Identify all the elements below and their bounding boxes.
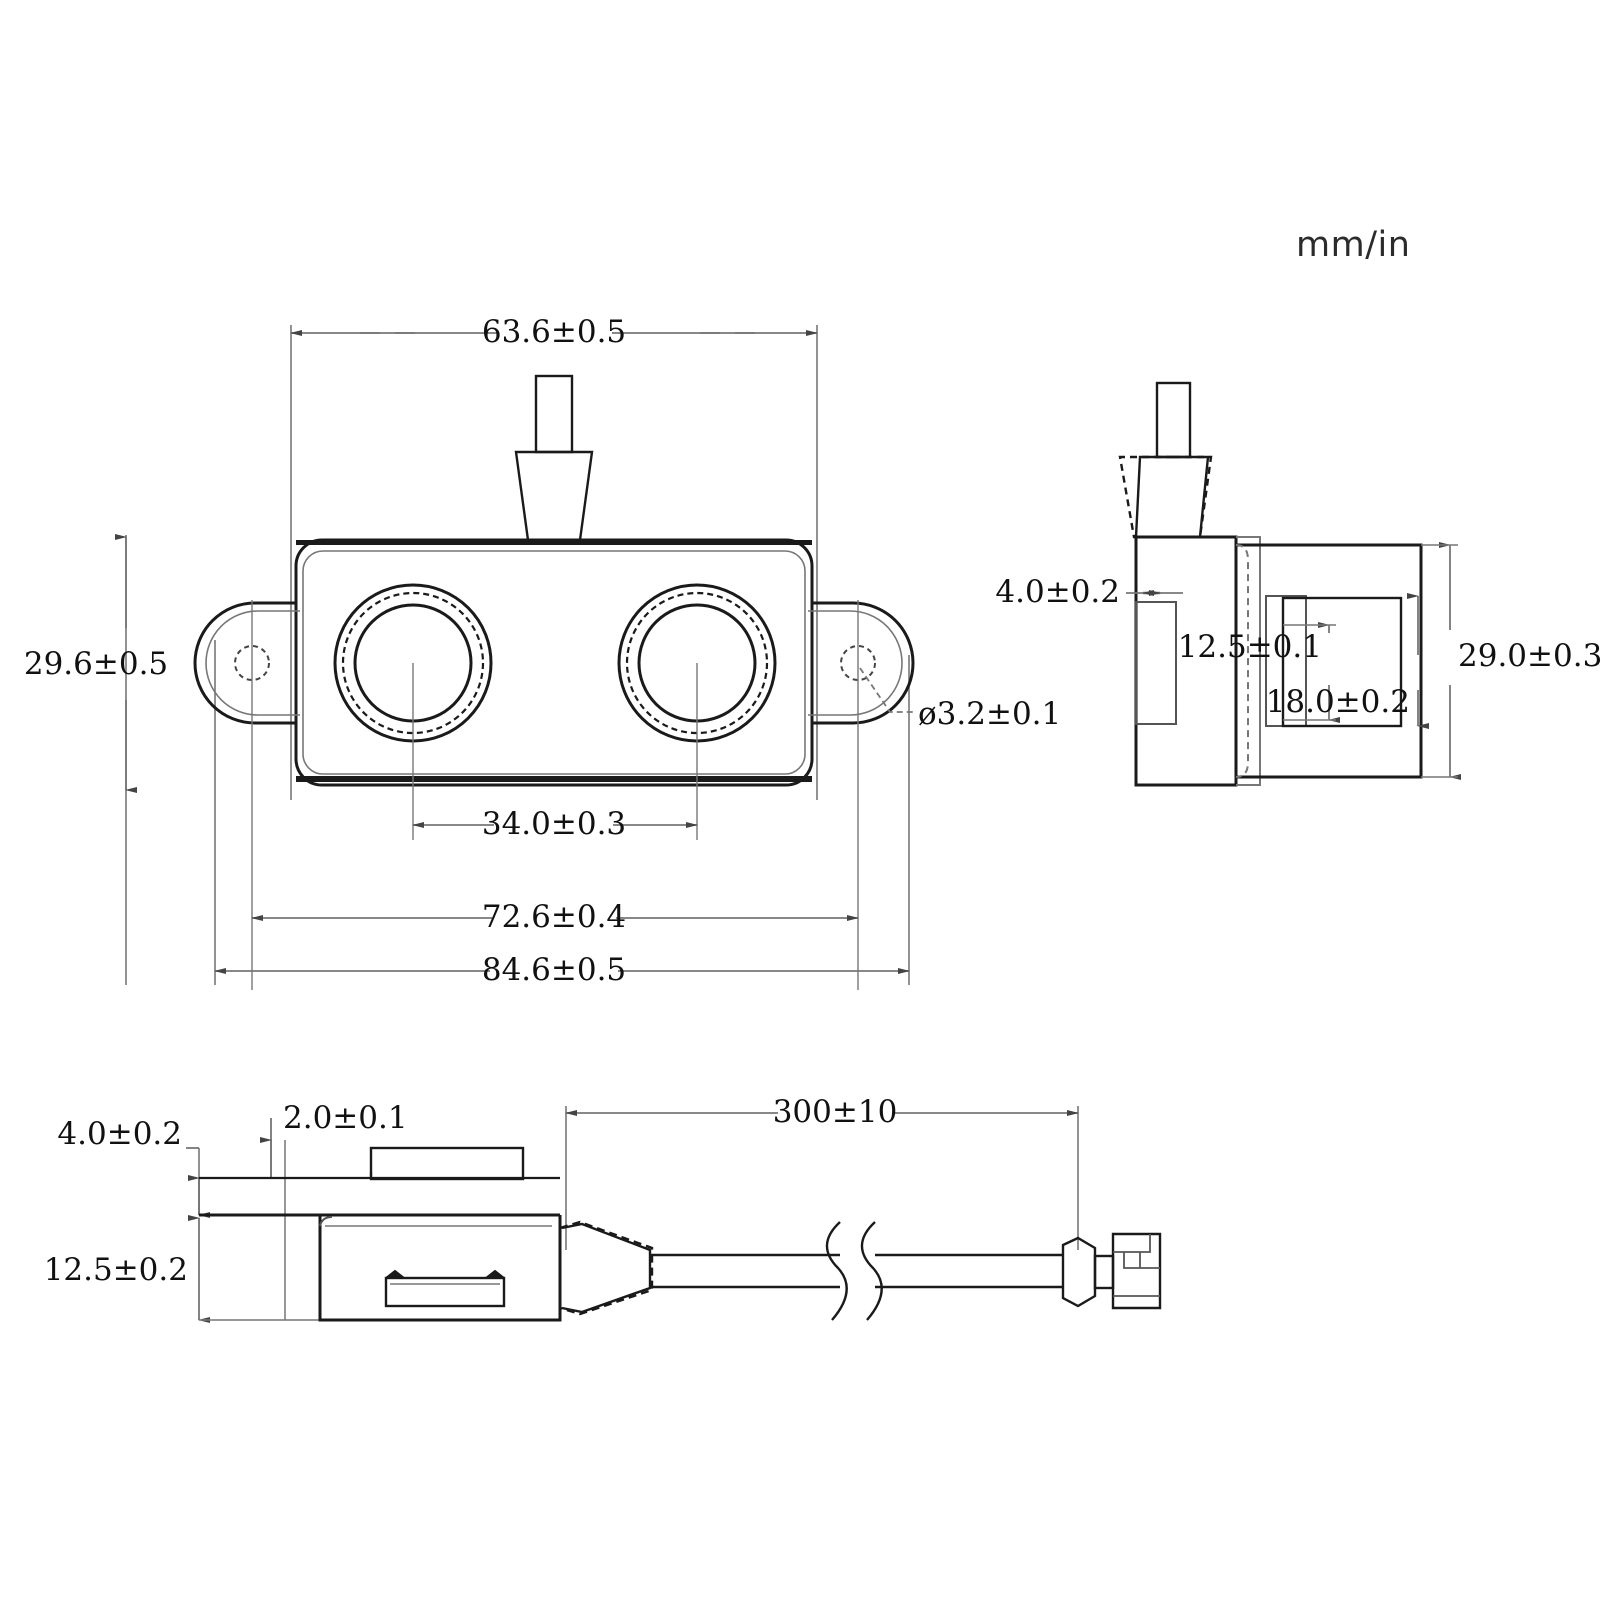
- dim-housing-height: 29.6±0.5: [24, 534, 168, 793]
- dim-label-body-depth: 12.5±0.2: [44, 1252, 188, 1288]
- dim-body-depth: 12.5±0.2: [44, 1215, 210, 1323]
- dim-inner-height: 12.5±0.1: [1178, 622, 1340, 723]
- dim-mid-height: 18.0±0.2: [1266, 593, 1429, 729]
- top-view-group: 63.6±0.5 29.6±0.5: [24, 314, 1061, 990]
- bottom-view-reference-lines: [199, 1140, 560, 1321]
- side-view-body: [1134, 535, 1423, 787]
- top-view-extension-lines: [125, 325, 910, 985]
- housing-body: [294, 538, 814, 787]
- dim-label-inner-height: 12.5±0.1: [1178, 629, 1322, 665]
- mounting-ear-left: [193, 600, 300, 990]
- cable-strain-relief: [558, 1220, 654, 1316]
- dim-housing-width: 63.6±0.5: [290, 314, 818, 350]
- bottom-view-body: [199, 1146, 562, 1322]
- cable: [650, 1253, 1063, 1289]
- dim-label-mount-hole-spacing: 72.6±0.4: [482, 899, 626, 935]
- side-view-connector-stalk: [1118, 381, 1213, 539]
- dim-top-step-height: 4.0±0.2: [57, 1116, 210, 1218]
- top-connector-stalk: [514, 374, 594, 542]
- dim-mount-hole-diameter: ø3.2±0.1: [859, 667, 1061, 732]
- dim-lens-spacing: 34.0±0.3: [412, 806, 698, 842]
- dim-label-cable-length: 300±10: [773, 1094, 898, 1130]
- dim-label-overall-width: 84.6±0.5: [482, 952, 626, 988]
- dim-boss-height: 2.0±0.1: [260, 1100, 408, 1179]
- mounting-ear-right: [808, 600, 915, 990]
- dim-label-housing-height: 29.6±0.5: [24, 646, 168, 682]
- dim-flange-thickness: 4.0±0.2: [995, 574, 1183, 610]
- dim-label-lens-spacing: 34.0±0.3: [482, 806, 626, 842]
- dim-cable-length: 300±10: [565, 1094, 1079, 1250]
- dim-label-mount-hole-diameter: ø3.2±0.1: [918, 696, 1061, 732]
- cable-break-symbol: [825, 1221, 883, 1321]
- dim-label-boss-height: 2.0±0.1: [283, 1100, 408, 1136]
- dim-overall-width: 84.6±0.5: [214, 952, 910, 988]
- dim-label-overall-height: 29.0±0.3: [1458, 638, 1601, 674]
- dim-mount-hole-spacing: 72.6±0.4: [251, 899, 859, 935]
- units-note: mm/in: [1296, 225, 1411, 265]
- dim-label-housing-width: 63.6±0.5: [482, 314, 626, 350]
- side-view-group: 4.0±0.2 12.5±0.1 18.0±0.2: [995, 381, 1601, 787]
- cable-connector-plug: [1061, 1232, 1162, 1310]
- dim-overall-height: 29.0±0.3: [1421, 542, 1601, 780]
- dim-label-mid-height: 18.0±0.2: [1266, 684, 1410, 720]
- lens-left: [333, 583, 493, 840]
- lens-right: [617, 583, 777, 840]
- dim-label-flange-thickness: 4.0±0.2: [995, 574, 1120, 610]
- dim-label-top-step-height: 4.0±0.2: [57, 1116, 182, 1152]
- bottom-view-group: 300±10 2.0±0.1 4.0±0.2 12.5±0.2: [44, 1094, 1162, 1323]
